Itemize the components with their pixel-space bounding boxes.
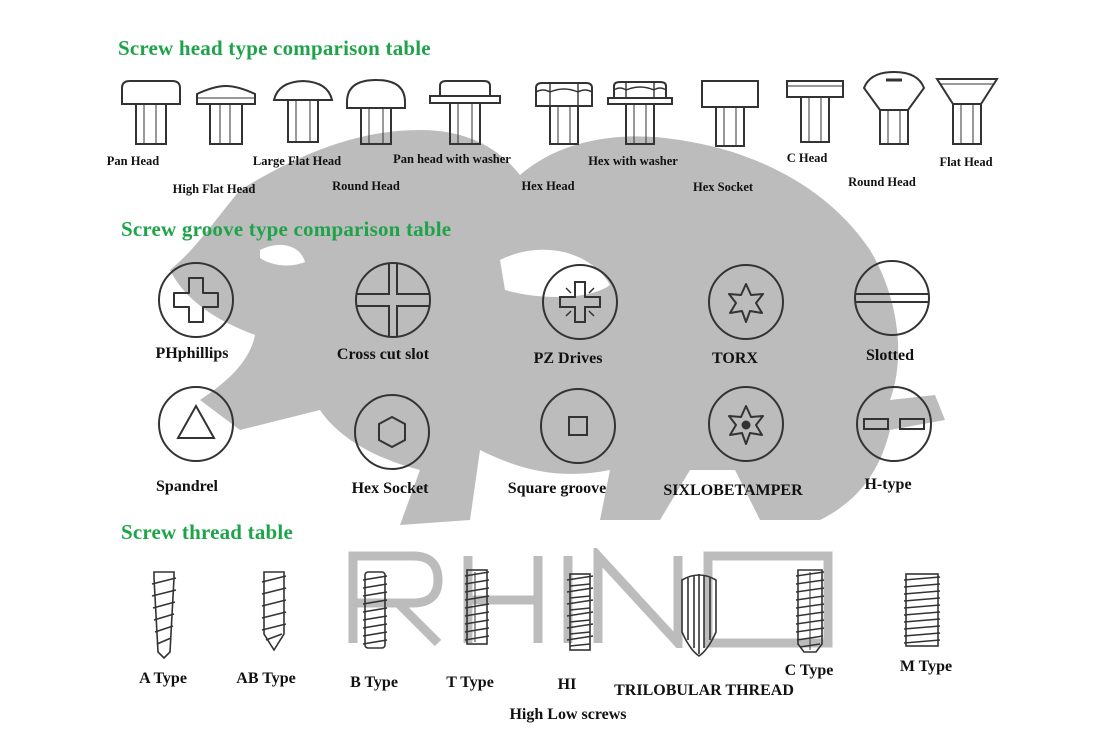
groove-label: TORX bbox=[712, 350, 758, 367]
groove-label: SIXLOBETAMPER bbox=[663, 482, 803, 499]
pozidriv-icon bbox=[542, 264, 618, 340]
head-label: Pan Head bbox=[106, 154, 160, 168]
hi-thread-icon bbox=[566, 573, 594, 651]
groove-label: Hex Socket bbox=[351, 480, 429, 497]
groove-label: PZ Drives bbox=[533, 350, 603, 367]
trilobular-thread-icon bbox=[681, 574, 717, 657]
t-type-thread-icon bbox=[464, 569, 490, 645]
high-flat-head-icon bbox=[196, 84, 256, 145]
head-label: Round Head bbox=[848, 175, 916, 189]
c-head-icon bbox=[786, 80, 844, 143]
flat-countersunk-head-icon bbox=[935, 78, 999, 145]
six-lobe-tamper-icon bbox=[708, 386, 784, 462]
thread-label: A Type bbox=[139, 670, 187, 687]
rhino-watermark-text bbox=[348, 548, 833, 648]
groove-label: Slotted bbox=[866, 347, 914, 364]
pan-head-icon bbox=[121, 80, 181, 145]
head-label: Hex with washer bbox=[588, 154, 678, 168]
thread-label: B Type bbox=[350, 674, 398, 691]
phillips-drive-icon bbox=[158, 262, 234, 338]
cross-cut-slot-icon bbox=[355, 262, 431, 338]
thread-label: C Type bbox=[784, 662, 834, 679]
c-type-thread-icon bbox=[795, 569, 825, 653]
pan-head-washer-icon bbox=[429, 80, 501, 145]
h-type-drive-icon bbox=[856, 386, 932, 462]
hex-head-icon bbox=[535, 82, 593, 145]
head-label: Flat Head bbox=[939, 155, 993, 169]
round-head-icon bbox=[346, 78, 406, 145]
head-label: Hex Head bbox=[521, 179, 575, 193]
head-label: C Head bbox=[786, 151, 828, 165]
b-type-thread-icon bbox=[362, 571, 388, 649]
large-flat-head-icon bbox=[272, 79, 334, 143]
slotted-drive-icon bbox=[854, 260, 930, 336]
ab-type-thread-icon bbox=[261, 571, 287, 652]
groove-label: Spandrel bbox=[156, 478, 218, 495]
thread-label: TRILOBULAR THREAD bbox=[614, 682, 794, 699]
head-label: Round Head bbox=[332, 179, 400, 193]
groove-label: Cross cut slot bbox=[336, 346, 430, 363]
groove-label: PHphillips bbox=[155, 345, 229, 362]
square-drive-icon bbox=[540, 388, 616, 464]
head-label: Large Flat Head bbox=[252, 154, 342, 168]
groove-label: Square groove bbox=[507, 480, 607, 497]
torx-drive-icon bbox=[708, 264, 784, 340]
thread-section-title: Screw thread table bbox=[121, 520, 293, 544]
m-type-thread-icon bbox=[903, 573, 941, 647]
oval-countersunk-head-icon bbox=[862, 70, 926, 145]
hex-washer-icon bbox=[607, 81, 673, 145]
hex-socket-drive-icon bbox=[354, 394, 430, 470]
groove-section-title: Screw groove type comparison table bbox=[121, 217, 452, 241]
head-label: Pan head with washer bbox=[393, 152, 511, 166]
thread-label: HI bbox=[557, 676, 577, 693]
a-type-thread-icon bbox=[151, 571, 177, 660]
thread-label: T Type bbox=[446, 674, 494, 691]
thread-label: AB Type bbox=[236, 670, 296, 687]
thread-extra-label: High Low screws bbox=[509, 706, 627, 723]
head-label: High Flat Head bbox=[172, 182, 256, 196]
head-section-title: Screw head type comparison table bbox=[118, 36, 431, 60]
head-label: Hex Socket bbox=[692, 180, 754, 194]
triangle-drive-icon bbox=[158, 386, 234, 462]
groove-label: H-type bbox=[864, 476, 912, 493]
hex-socket-head-icon bbox=[701, 80, 759, 147]
thread-label: M Type bbox=[899, 658, 953, 675]
